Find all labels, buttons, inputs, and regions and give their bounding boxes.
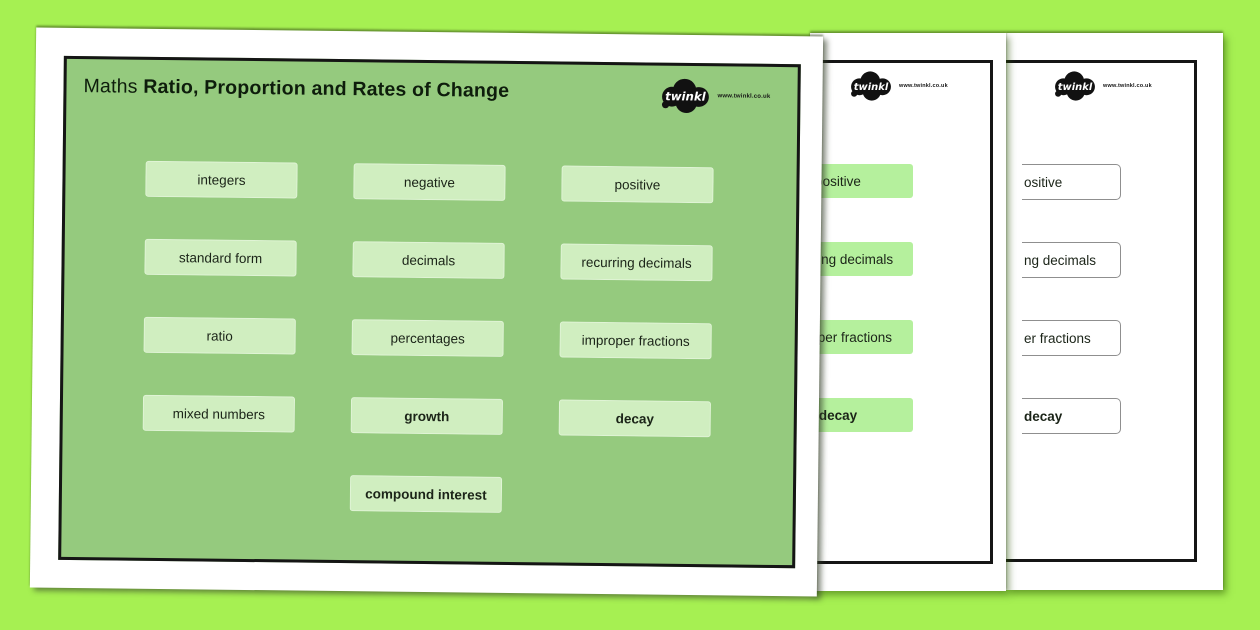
worksheet-panel-border (810, 60, 993, 564)
page-title: Maths Ratio, Proportion and Rates of Cha… (83, 75, 509, 103)
word-card: percentages (351, 319, 504, 357)
twinkl-cloud-icon: twinkl (1055, 71, 1095, 101)
word-card-label: standard form (178, 249, 263, 266)
word-card-label: percentages (390, 330, 465, 346)
word-card: positive (561, 165, 714, 204)
twinkl-cloud-icon: twinkl (661, 78, 709, 114)
word-card: recurring decimals (560, 243, 713, 282)
word-card-label: decimals (401, 252, 456, 268)
word-card: standard form (144, 238, 297, 277)
word-card: improper fractions (559, 321, 712, 360)
word-card-grid: integers negative positive standard form… (36, 28, 823, 513)
svg-text:twinkl: twinkl (1058, 82, 1093, 93)
word-card-label: improper fractions (810, 329, 893, 345)
twinkl-cloud-icon: twinkl (851, 71, 891, 101)
word-card-label: ositive (1024, 174, 1063, 190)
twinkl-url-text: www.twinkl.co.uk (1103, 83, 1152, 89)
word-card: positive (810, 164, 913, 198)
word-card: ratio (143, 316, 296, 355)
worksheet-page-back: twinkl www.twinkl.co.uk ositive ng decim… (1006, 33, 1223, 590)
twinkl-logo: twinkl www.twinkl.co.uk (1052, 70, 1152, 102)
worksheet-page-front: Maths Ratio, Proportion and Rates of Cha… (29, 27, 824, 597)
word-card: ositive (1022, 164, 1121, 200)
page-title-main: Ratio, Proportion and Rates of Change (143, 75, 510, 102)
word-card-label: recurring decimals (810, 251, 894, 267)
word-card-label: ng decimals (1024, 252, 1097, 268)
word-card-label: positive (614, 176, 661, 193)
word-card-label: decay (615, 410, 655, 427)
word-card-label: growth (404, 408, 450, 424)
twinkl-url-text: www.twinkl.co.uk (899, 83, 948, 89)
word-card: ng decimals (1022, 242, 1121, 278)
word-card: recurring decimals (810, 242, 913, 276)
twinkl-logo: twinkl www.twinkl.co.uk (658, 77, 770, 116)
word-card-label: negative (403, 174, 456, 190)
word-card-label: decay (818, 407, 858, 423)
twinkl-url-text: www.twinkl.co.uk (717, 93, 771, 100)
word-card-label: improper fractions (581, 332, 690, 349)
word-card-label: mixed numbers (172, 405, 266, 422)
word-card: decay (558, 399, 712, 438)
word-card: negative (353, 163, 506, 201)
word-card: integers (145, 160, 298, 199)
word-card: decay (1022, 398, 1121, 434)
word-card-label: compound interest (365, 485, 487, 503)
word-card-label: positive (815, 173, 861, 189)
word-card-label: integers (197, 171, 246, 188)
worksheet-page-middle: twinkl www.twinkl.co.uk positive recurri… (810, 33, 1006, 591)
word-card-label: er fractions (1024, 330, 1091, 346)
svg-text:twinkl: twinkl (854, 82, 889, 93)
word-card: decay (810, 398, 913, 432)
word-card: er fractions (1022, 320, 1121, 356)
word-card-label: recurring decimals (581, 254, 692, 271)
worksheet-panel-border (1006, 60, 1197, 562)
word-card: improper fractions (810, 320, 913, 354)
word-card: decimals (352, 241, 505, 279)
word-card: growth (350, 397, 504, 435)
word-card-label: decay (1024, 408, 1063, 424)
twinkl-logo: twinkl www.twinkl.co.uk (848, 70, 948, 102)
page-title-prefix: Maths (83, 75, 138, 98)
svg-text:twinkl: twinkl (665, 89, 707, 103)
word-card: mixed numbers (142, 394, 296, 433)
word-card: compound interest (349, 475, 503, 513)
word-card-label: ratio (206, 328, 233, 344)
